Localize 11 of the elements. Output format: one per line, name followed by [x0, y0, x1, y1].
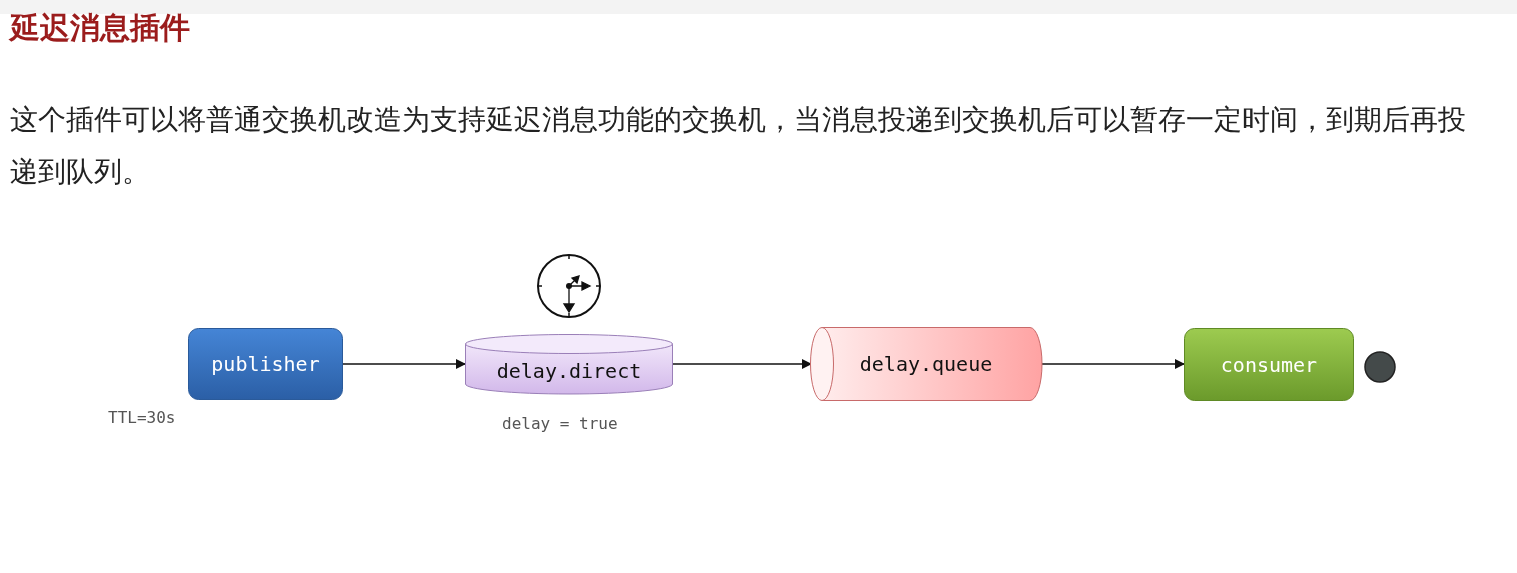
description-paragraph: 这个插件可以将普通交换机改造为支持延迟消息功能的交换机，当消息投递到交换机后可以暂存一定时间，到期后再投递到队列。	[10, 102, 1467, 190]
node-note: TTL=30s	[108, 408, 176, 427]
page-title: 延迟消息插件	[10, 9, 190, 47]
node-label: consumer	[1220, 352, 1318, 377]
arrow	[342, 359, 466, 369]
node-label: publisher	[211, 352, 320, 376]
arrow	[1041, 359, 1185, 369]
node-note: delay = true	[502, 414, 618, 433]
node-label: delay.queue	[859, 352, 993, 376]
node-label: delay.direct	[496, 359, 642, 383]
arrow	[672, 359, 812, 369]
